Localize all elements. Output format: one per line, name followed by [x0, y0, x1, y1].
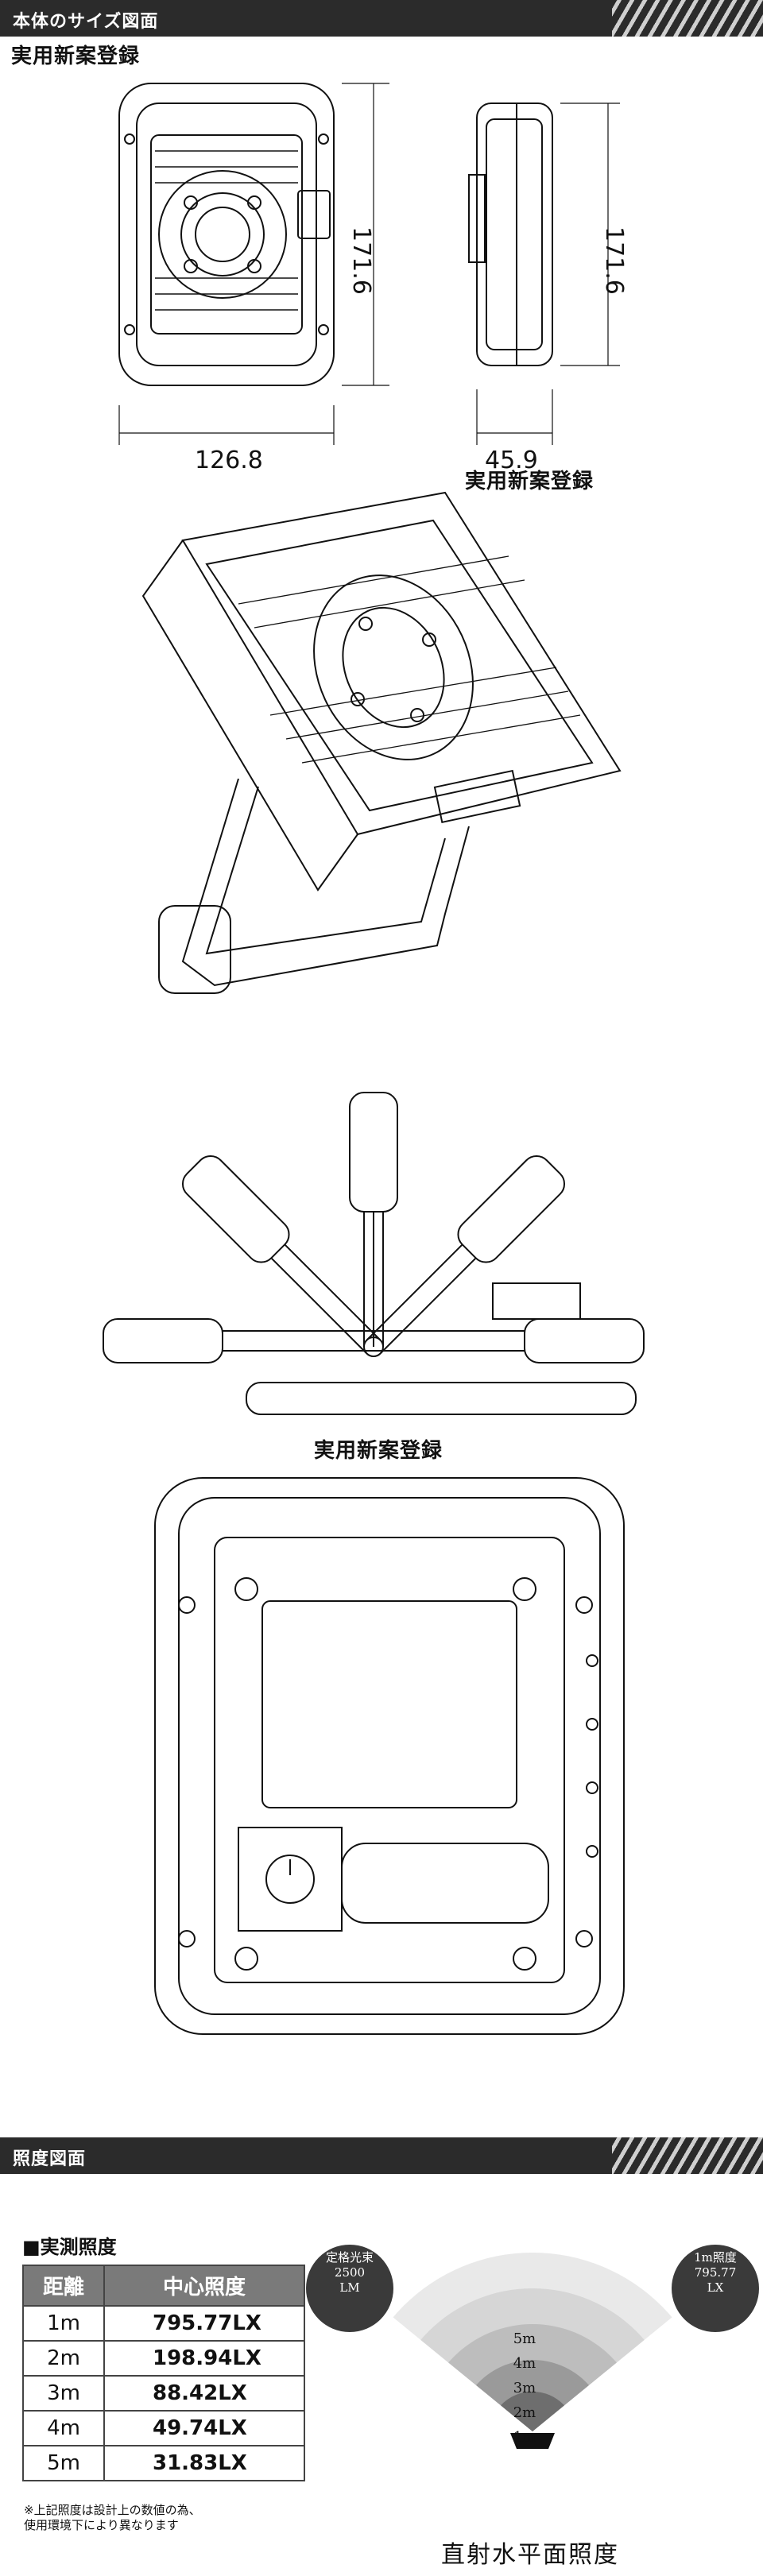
section-title: 本体のサイズ図面: [13, 12, 159, 32]
stand-angles-drawing: [0, 1085, 763, 1418]
registration-label-1: 実用新案登録: [11, 44, 141, 68]
section-header-lux: 照度図面: [0, 2137, 763, 2174]
cell-lux: 198.94LX: [103, 2340, 305, 2377]
col-distance: 距離: [22, 2265, 105, 2307]
front-view-drawing: [0, 72, 763, 469]
cell-lux: 31.83LX: [103, 2445, 305, 2481]
ring-labels: 5m 4m 3m 2m 1m: [513, 2327, 536, 2450]
dim-depth: 45.9: [485, 447, 538, 474]
cell-lux: 795.77LX: [103, 2305, 305, 2342]
dim-height-side: 171.6: [600, 226, 628, 295]
cell-distance: 4m: [22, 2410, 105, 2446]
ring-label: 5m: [513, 2330, 536, 2347]
lux-note: ※上記照度は設計上の数値の為、 使用環境下により異なります: [24, 2503, 230, 2533]
registration-label-3: 実用新案登録: [314, 1439, 443, 1463]
lumen-badge: [306, 2245, 393, 2332]
table-header-row: 距離 中心照度: [22, 2265, 305, 2307]
badge-line: 795.77: [694, 2265, 737, 2280]
badge-line: LM: [339, 2280, 360, 2295]
badge-line: 1m照度: [694, 2250, 737, 2265]
section-header-size: 本体のサイズ図面: [0, 0, 763, 37]
badge-line: 定格光束: [325, 2250, 374, 2265]
section-title-lux: 照度図面: [13, 2149, 87, 2169]
ring-label: 1m: [513, 2429, 536, 2446]
note-line: 使用環境下により異なります: [24, 2518, 179, 2532]
beam-caption: 直射水平面照度: [441, 2541, 619, 2569]
ring-label: 2m: [513, 2404, 536, 2421]
cell-distance: 2m: [22, 2340, 105, 2377]
header-stripes-2: [612, 2137, 763, 2174]
ring-label: 3m: [513, 2380, 536, 2396]
beam-diagram: [306, 2245, 759, 2449]
dim-width: 126.8: [195, 447, 263, 474]
back-view-drawing: [0, 1462, 763, 2066]
note-line: ※上記照度は設計上の数値の為、: [24, 2503, 201, 2517]
cell-distance: 1m: [22, 2305, 105, 2342]
cell-lux: 49.74LX: [103, 2410, 305, 2446]
badge-line: 2500: [334, 2265, 366, 2280]
cell-distance: 3m: [22, 2375, 105, 2412]
lux-badge: [672, 2245, 759, 2332]
dim-height-front: 171.6: [347, 226, 375, 295]
lumen-badge-text: 定格光束 2500 LM: [302, 2250, 397, 2296]
light-fixture-icon: [510, 2433, 555, 2449]
cell-distance: 5m: [22, 2445, 105, 2481]
registration-label-2: 実用新案登録: [465, 470, 595, 493]
header-stripes: [612, 0, 763, 37]
cell-lux: 88.42LX: [103, 2375, 305, 2412]
lux-badge-text: 1m照度 795.77 LX: [668, 2250, 763, 2296]
col-center: 中心照度: [103, 2265, 305, 2307]
lux-table-title: ■実測照度: [22, 2236, 117, 2258]
ring-label: 4m: [513, 2355, 536, 2372]
badge-line: LX: [707, 2280, 724, 2295]
perspective-view-drawing: [0, 477, 763, 1081]
